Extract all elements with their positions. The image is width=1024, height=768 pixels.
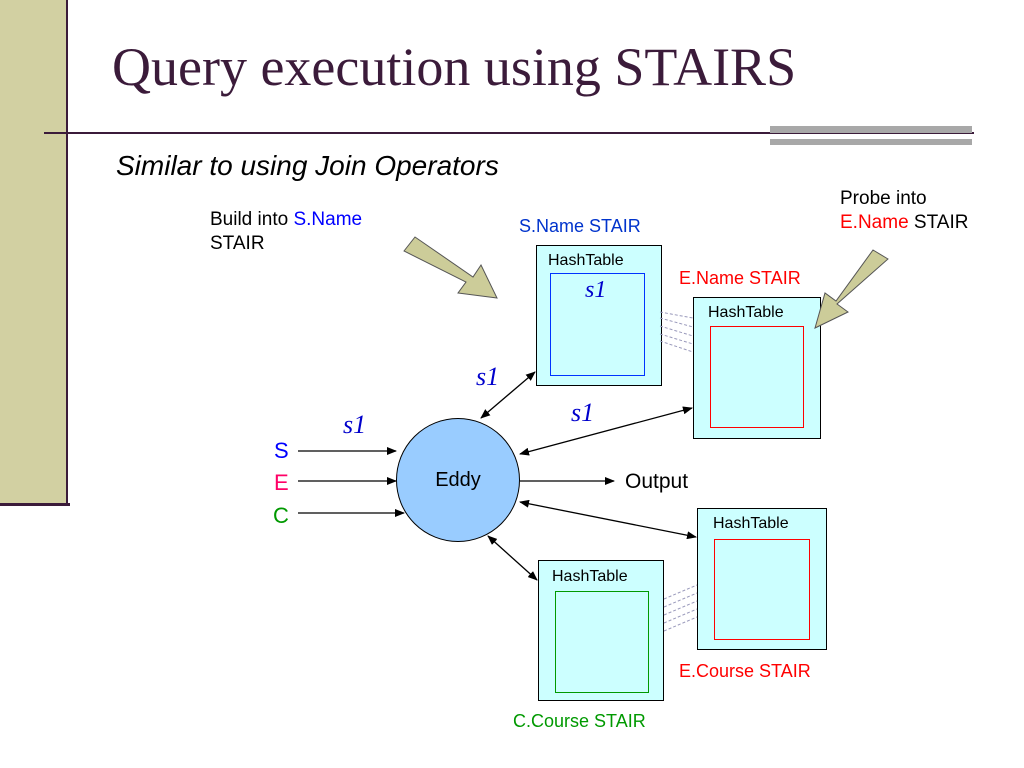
probe-callout-suffix: STAIR [908, 211, 969, 233]
slide-sidebar [0, 0, 68, 506]
eddy-to-e-name-arrow [519, 406, 693, 456]
e-course-hashtable [714, 539, 810, 640]
eddy-operator: Eddy [396, 418, 520, 542]
build-callout-prefix: Build into [210, 209, 294, 230]
e-name-stair: HashTable [693, 297, 821, 439]
probe-callout-highlight: E.Name [840, 211, 909, 233]
slide-subtitle: Similar to using Join Operators [116, 150, 499, 181]
build-callout-arrow [403, 236, 498, 299]
eddy-to-c-course-arrow [487, 535, 538, 581]
title-rule-accent-top [770, 126, 972, 133]
c-course-hashtable [555, 591, 649, 693]
s-name-hashtable-label: HashTable [548, 252, 624, 269]
s-name-stair-label: S.Name STAIR [519, 216, 641, 236]
e-name-hashtable-label: HashTable [708, 304, 784, 321]
slide-title: Query execution using STAIRS [112, 37, 797, 97]
tuple-to-s-name-label: s1 [476, 362, 500, 391]
eddy-to-s-name-arrow [480, 371, 536, 419]
title-rule-accent-bottom [770, 139, 972, 145]
e-name-hashtable [710, 326, 804, 428]
tuple-input-label: s1 [343, 410, 367, 439]
probe-callout: Probe into E.Name STAIR [840, 187, 968, 235]
e-course-hashtable-label: HashTable [713, 515, 789, 532]
e-name-stair-label: E.Name STAIR [679, 268, 801, 288]
c-course-stair: HashTable [538, 560, 664, 701]
build-callout-suffix: STAIR [210, 232, 265, 254]
eddy-to-e-course-arrow [519, 499, 697, 540]
build-callout: Build into S.Name STAIR [210, 208, 362, 256]
output-label: Output [625, 470, 689, 493]
input-c-label: C [273, 503, 289, 528]
c-course-e-course-join-link [663, 584, 698, 632]
s-name-stored-tuple: s1 [585, 277, 607, 303]
probe-callout-line1: Probe into [840, 188, 927, 209]
c-course-stair-label: C.Course STAIR [513, 711, 646, 731]
build-callout-highlight: S.Name [293, 209, 363, 230]
s-name-hashtable: s1 [550, 273, 645, 376]
probe-callout-arrow [814, 249, 889, 329]
e-course-stair-label: E.Course STAIR [679, 661, 811, 681]
input-e-label: E [274, 470, 289, 495]
input-s-label: S [274, 438, 289, 463]
tuple-to-e-name-label: s1 [571, 398, 595, 427]
title-rule [44, 132, 974, 134]
s-name-stair: HashTable s1 [536, 245, 662, 386]
c-course-hashtable-label: HashTable [552, 568, 628, 585]
s-name-e-name-join-link [659, 311, 694, 353]
eddy-label: Eddy [435, 468, 481, 491]
sidebar-rule [0, 503, 70, 506]
e-course-stair: HashTable [697, 508, 827, 650]
